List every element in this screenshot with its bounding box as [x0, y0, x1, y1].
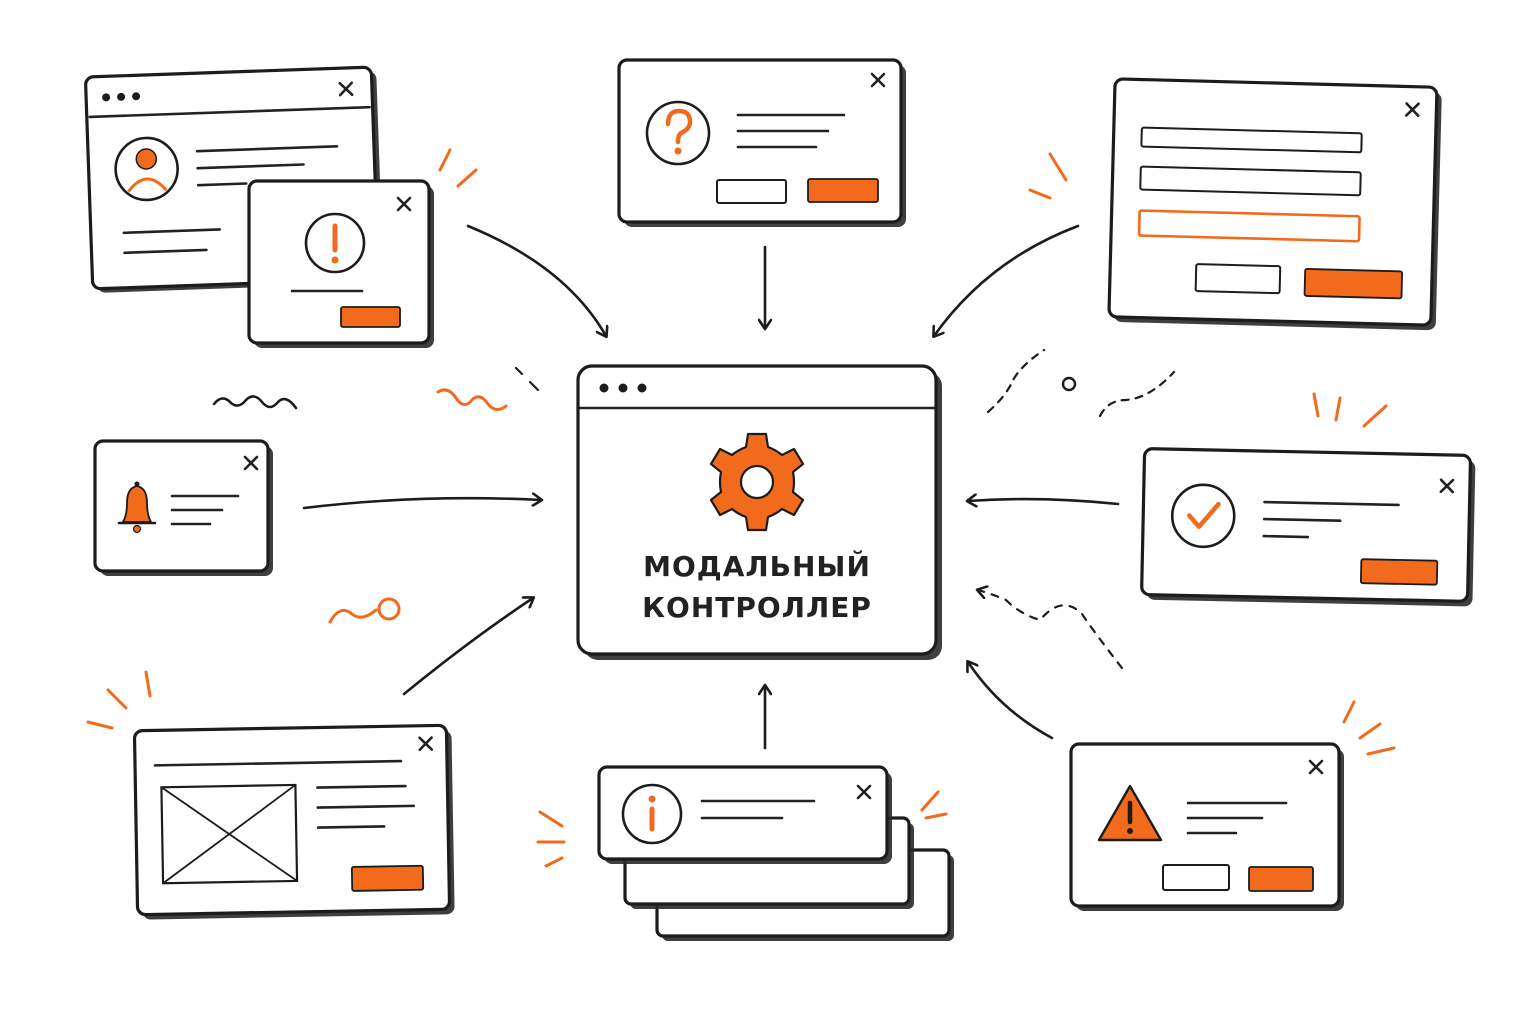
close-icon[interactable]	[396, 196, 412, 212]
media-modal	[132, 723, 455, 920]
close-icon[interactable]	[1404, 102, 1420, 118]
info-stack-modal	[597, 765, 954, 941]
dashed-squiggle	[1098, 370, 1176, 418]
center-controller-window: МОДАЛЬНЫЙ КОНТРОЛЛЕР	[576, 364, 942, 660]
check-icon	[1170, 483, 1236, 549]
bell-icon	[117, 481, 157, 534]
confirm-button[interactable]	[807, 178, 879, 203]
spark-marks	[86, 148, 1396, 868]
squiggle	[436, 388, 508, 411]
dash-mark	[514, 366, 540, 392]
question-icon	[645, 100, 711, 166]
arrow-from-notification	[302, 498, 541, 510]
form-field[interactable]	[1139, 165, 1362, 197]
arrow-from-media	[402, 598, 533, 696]
close-icon[interactable]	[1439, 478, 1455, 494]
action-button[interactable]	[350, 864, 425, 892]
form-modal	[1107, 77, 1442, 331]
cancel-button[interactable]	[716, 179, 787, 204]
info-icon	[621, 783, 683, 845]
close-icon[interactable]	[856, 784, 872, 800]
ok-button[interactable]	[1359, 558, 1439, 586]
close-icon[interactable]	[870, 72, 886, 88]
cancel-button[interactable]	[1194, 263, 1282, 295]
squiggle	[212, 395, 298, 410]
dashed-arrow	[978, 590, 1124, 670]
image-placeholder-icon	[160, 783, 299, 885]
window-dot	[599, 383, 609, 393]
submit-button[interactable]	[1303, 268, 1404, 300]
gear-icon	[709, 432, 805, 532]
controller-title-line-2: КОНТРОЛЛЕР	[642, 591, 872, 624]
exclamation-icon	[304, 212, 366, 274]
window-dot	[618, 383, 628, 393]
form-field-active[interactable]	[1137, 209, 1361, 243]
window-dots	[599, 383, 647, 393]
close-icon[interactable]	[1308, 759, 1324, 775]
squiggle	[328, 608, 378, 624]
close-icon[interactable]	[418, 736, 434, 752]
form-field[interactable]	[1140, 126, 1363, 154]
dashed-squiggle	[986, 348, 1046, 414]
decorations	[86, 148, 1396, 868]
user-icon	[114, 136, 179, 202]
arrow-from-form	[934, 224, 1080, 336]
arrow-from-warning	[968, 662, 1054, 740]
controller-title-line-1: МОДАЛЬНЫЙ	[643, 549, 871, 583]
loop-mark	[377, 597, 401, 621]
question-modal	[617, 58, 906, 227]
warning-icon	[1097, 784, 1163, 842]
alert-modal	[247, 179, 434, 348]
close-icon[interactable]	[243, 455, 259, 471]
confirm-button[interactable]	[340, 306, 401, 328]
cancel-button[interactable]	[1162, 864, 1230, 891]
warning-modal	[1069, 742, 1344, 911]
close-icon[interactable]	[338, 81, 354, 97]
small-circle	[1061, 376, 1077, 392]
arrow-from-success	[968, 499, 1120, 504]
notification-modal	[93, 439, 273, 576]
confirm-button[interactable]	[1248, 866, 1314, 892]
arrows	[302, 224, 1124, 750]
success-modal	[1140, 447, 1476, 607]
arrow-from-alert	[466, 224, 606, 336]
window-dot	[637, 383, 647, 393]
